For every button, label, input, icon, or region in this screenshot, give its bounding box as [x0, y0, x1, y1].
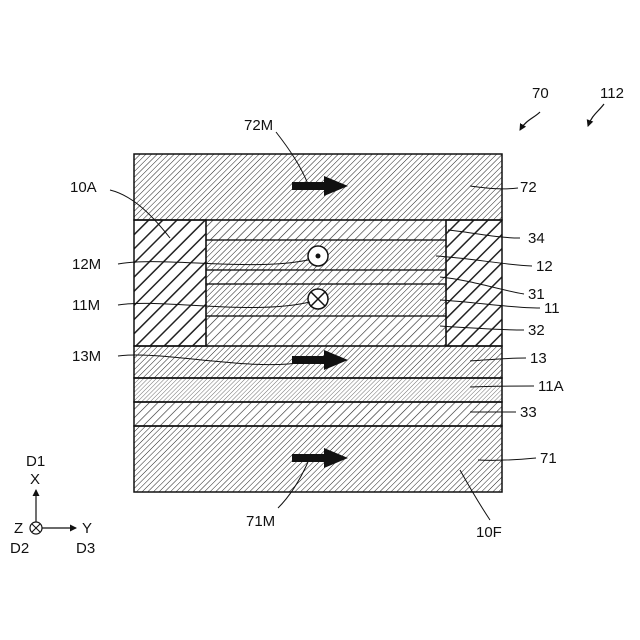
- axis-y-label: Y: [82, 520, 92, 537]
- axis-x-label: X: [30, 471, 40, 488]
- axis-z-label: Z: [14, 520, 23, 537]
- layer-32: [206, 316, 446, 346]
- layer-31-label: 31: [528, 286, 545, 303]
- layer-11A: [134, 378, 502, 402]
- face-10F-label: 10F: [476, 524, 502, 541]
- device-label: 70: [532, 85, 549, 102]
- cross-circle-icon: [30, 522, 42, 534]
- region-10A-label: 10A: [70, 179, 97, 196]
- axes-indicator: [30, 490, 76, 534]
- layer-72-label: 72: [520, 179, 537, 196]
- cross-circle-icon: [308, 289, 328, 309]
- magnetization-71-label: 71M: [246, 513, 275, 530]
- layer-71-label: 71: [540, 450, 557, 467]
- layer-12-label: 12: [536, 258, 553, 275]
- magnetization-72-label: 72M: [244, 117, 273, 134]
- figure-ref-label: 112: [600, 85, 624, 102]
- magnetization-11-label: 11M: [72, 297, 100, 314]
- layer-31: [206, 270, 446, 284]
- axis-z-dir-label: D2: [10, 540, 29, 557]
- magnetization-12-label: 12M: [72, 256, 101, 273]
- layer-34-label: 34: [528, 230, 545, 247]
- region-10A-left: [134, 220, 206, 346]
- dot-circle-icon: [308, 246, 328, 266]
- layer-33: [134, 402, 502, 426]
- magnetization-13-label: 13M: [72, 348, 101, 365]
- layer-11-label: 11: [544, 300, 560, 317]
- layer-11A-label: 11A: [538, 378, 564, 395]
- reference-arrow-icon: [520, 104, 604, 130]
- axis-y-dir-label: D3: [76, 540, 95, 557]
- layer-32-label: 32: [528, 322, 545, 339]
- layer-33-label: 33: [520, 404, 537, 421]
- layer-13-label: 13: [530, 350, 547, 367]
- layer-34: [206, 220, 446, 240]
- axis-x-dir-label: D1: [26, 453, 45, 470]
